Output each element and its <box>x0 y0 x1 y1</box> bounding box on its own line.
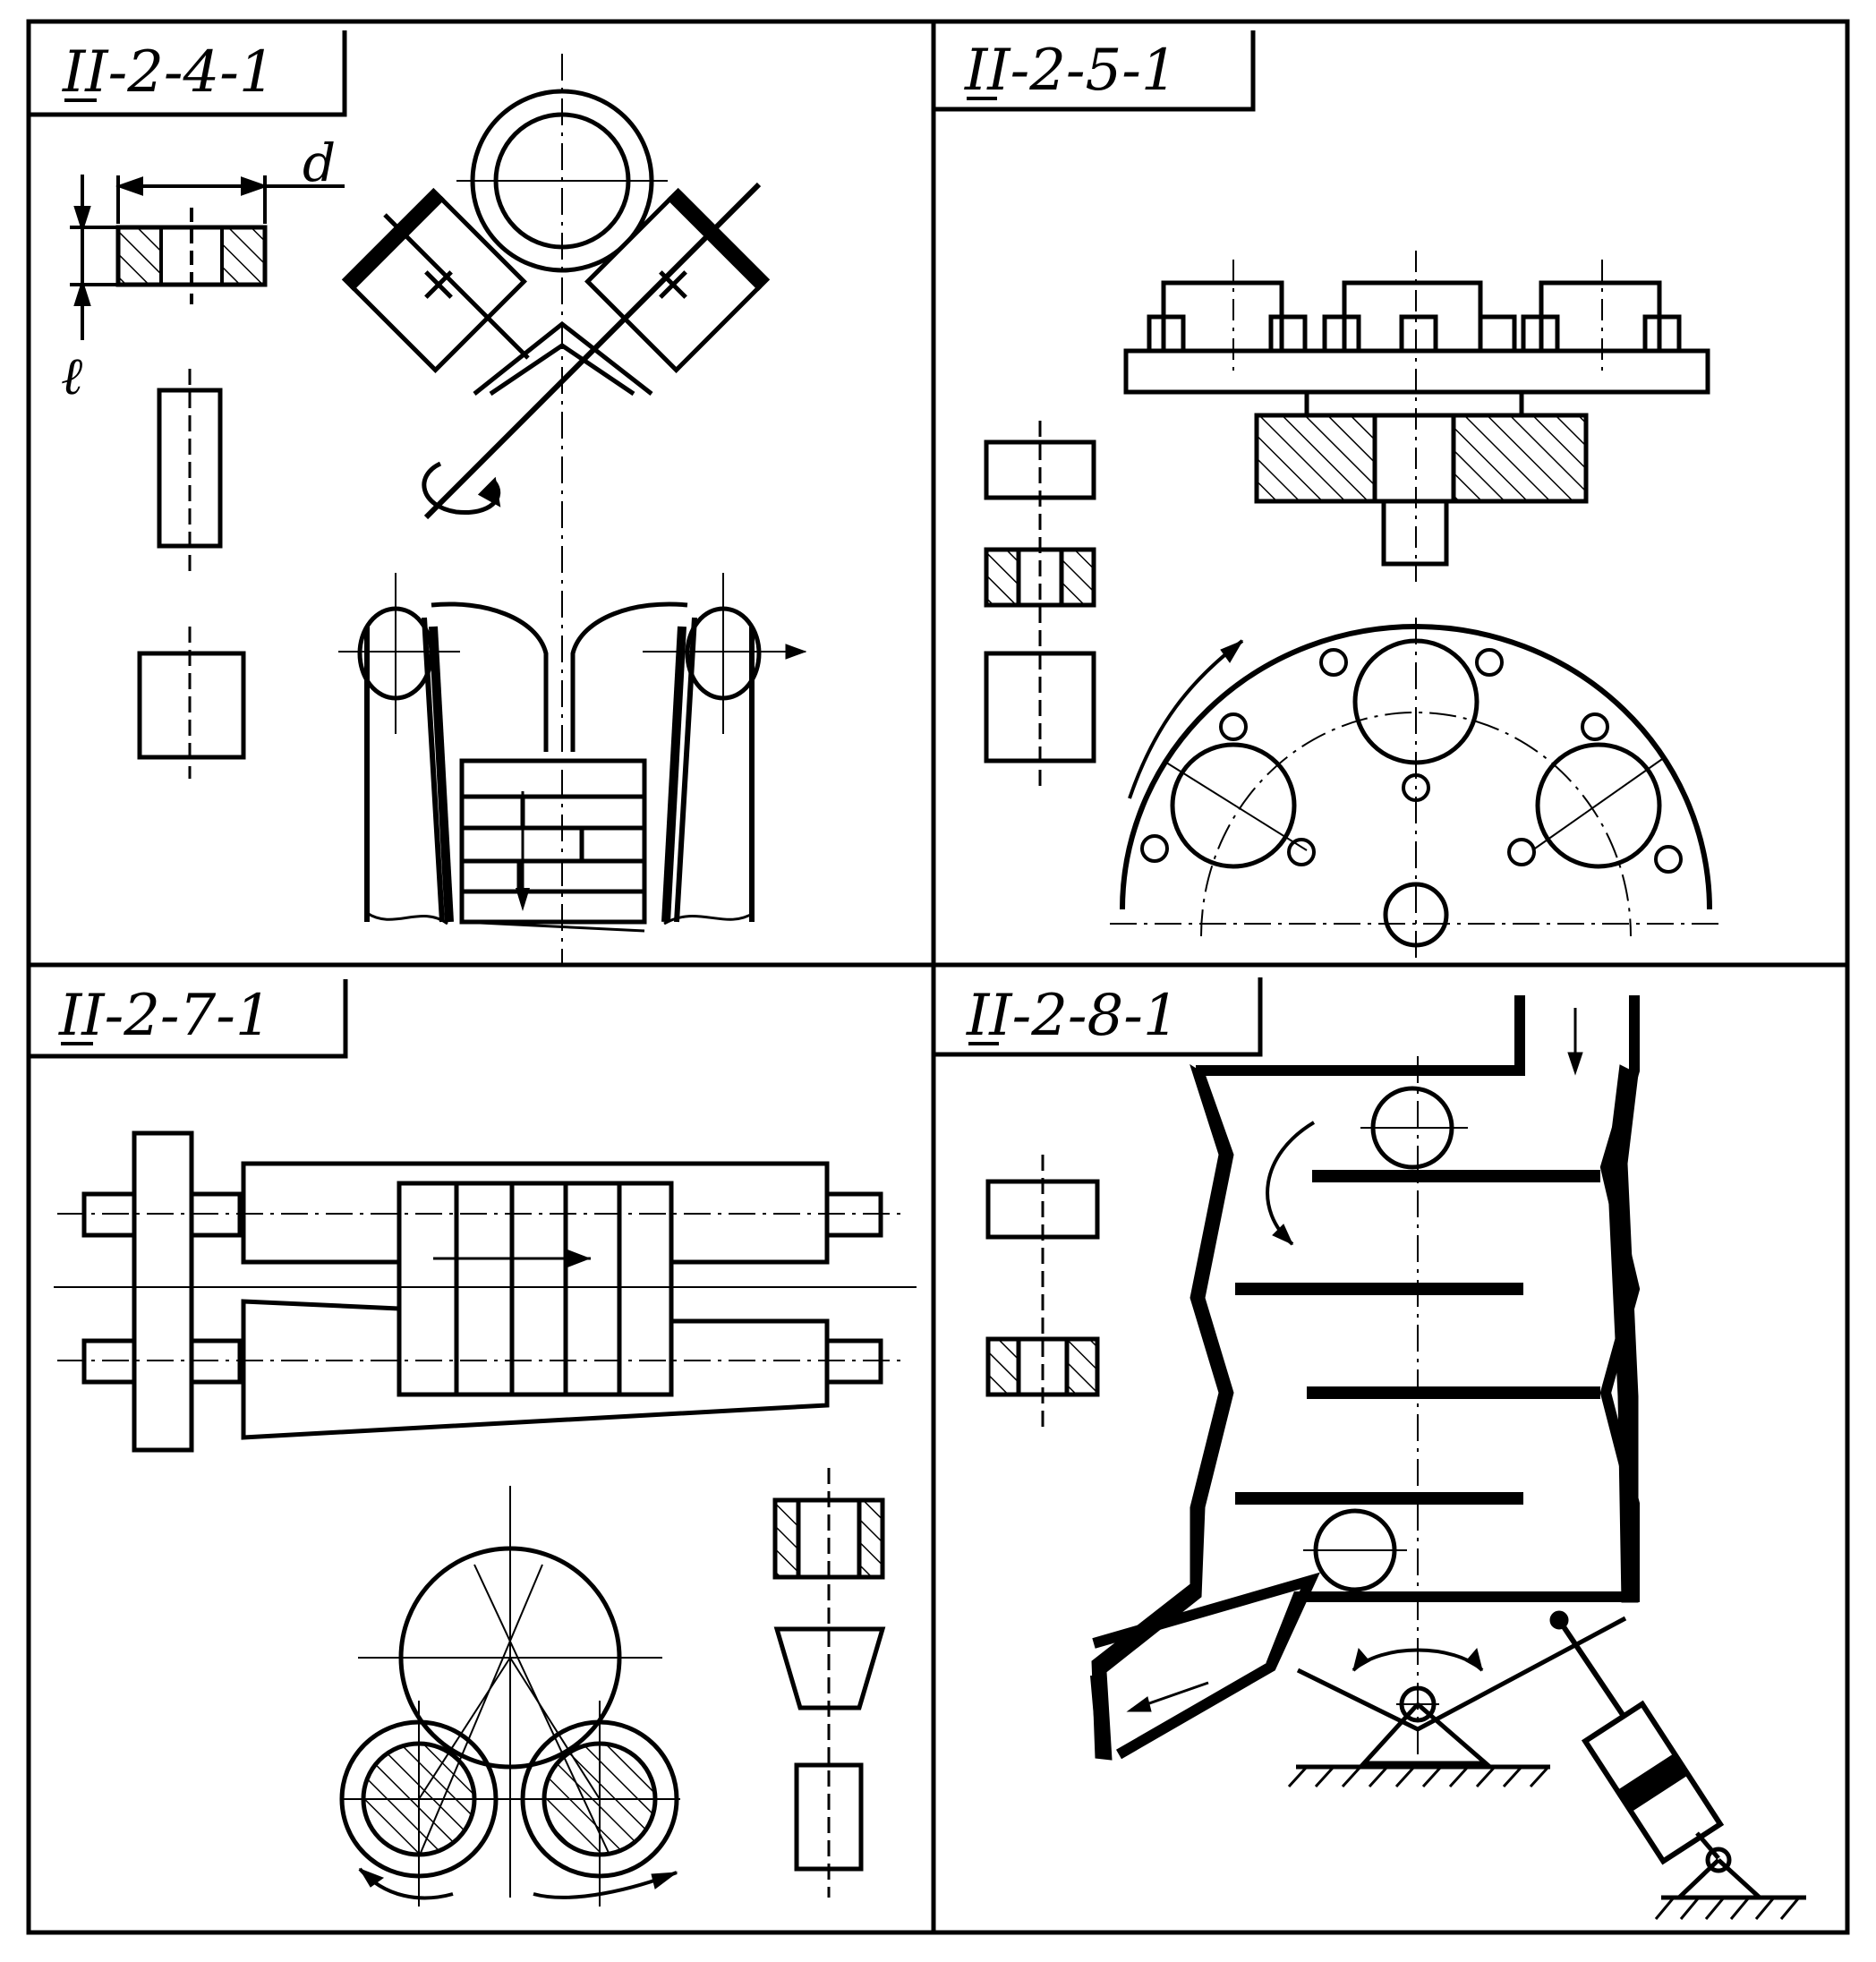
twin-roll-side-view <box>54 1130 917 1453</box>
rotary-table-top-view <box>1110 618 1722 965</box>
panel-label-box <box>29 979 348 1059</box>
twin-roll-end-view <box>339 1486 680 1907</box>
panel-label: II-2-4-1 <box>62 39 276 106</box>
panel-II-2-5-1: II-2-5-1 <box>934 30 1722 965</box>
roller-drive <box>338 573 807 926</box>
panel-II-2-7-1: II-2-7-1 <box>29 979 917 1907</box>
panel-II-2-4-1: II-2-4-1 d ℓ <box>29 30 807 967</box>
panel-label: II-2-8-1 <box>966 983 1180 1049</box>
sheet-frame <box>26 19 1850 1935</box>
dimension-d-label: d <box>303 132 336 193</box>
blank-stack <box>984 421 1096 788</box>
blank-stack <box>985 1155 1100 1432</box>
ring-section-dimensioned <box>70 175 345 340</box>
turntable-side-view <box>1123 251 1710 582</box>
tipping-gate-mechanism <box>1287 1610 1806 1920</box>
square-blank <box>137 627 246 779</box>
inclined-axis <box>423 182 762 520</box>
rotation-arrow <box>422 461 501 516</box>
guide-shoe <box>383 213 653 397</box>
panel-label: II-2-5-1 <box>964 38 1178 104</box>
panel-label-box <box>29 30 347 117</box>
stacked-blanks <box>459 758 647 933</box>
panel-II-2-8-1: II-2-8-1 <box>934 977 1806 1920</box>
dimension-l-label: ℓ <box>61 345 82 406</box>
tall-blank <box>157 369 223 573</box>
left-tilted-roll <box>341 187 527 373</box>
top-ring <box>456 54 668 967</box>
blank-stack <box>772 1468 886 1898</box>
panel-label: II-2-7-1 <box>58 983 272 1049</box>
panel-label-box <box>934 977 1263 1057</box>
right-tilted-roll <box>584 187 771 373</box>
zigzag-chute <box>1090 995 1641 1761</box>
panel-label-box <box>934 30 1256 112</box>
